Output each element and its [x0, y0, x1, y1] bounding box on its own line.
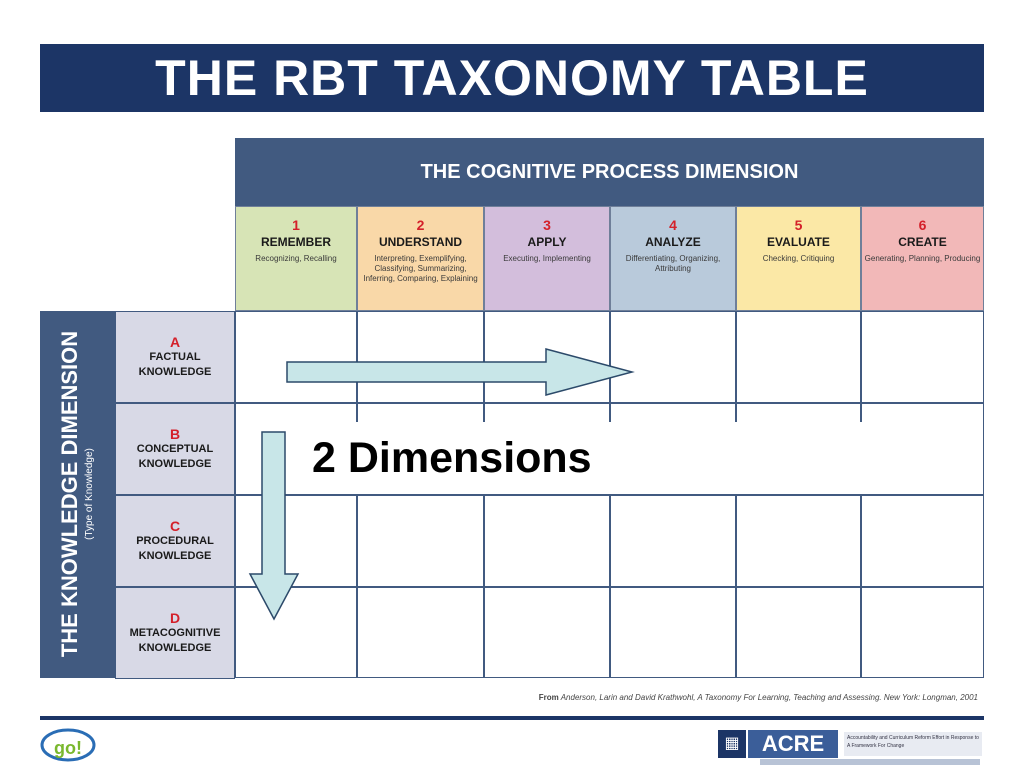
process-number: 1	[292, 217, 300, 233]
footer-divider	[40, 716, 984, 720]
grid-cell	[235, 495, 357, 587]
knowledge-dimension-label: THE KNOWLEDGE DIMENSION (Type of Knowled…	[40, 311, 115, 678]
grid-cell	[357, 587, 484, 678]
right-arrow	[286, 348, 635, 396]
citation: From Anderson, Larin and David Krathwohl…	[539, 693, 978, 702]
citation-from: From	[538, 693, 559, 702]
process-apply: 3 APPLY Executing, Implementing	[484, 206, 610, 311]
process-name: ANALYZE	[645, 235, 701, 249]
knowledge-word: KNOWLEDGE	[138, 366, 212, 378]
grid-cell	[357, 495, 484, 587]
citation-text: Anderson, Larin and David Krathwohl, A T…	[560, 693, 978, 702]
process-analyze: 4 ANALYZE Differentiating, Organizing, A…	[610, 206, 736, 311]
process-number: 5	[794, 217, 803, 233]
acre-underline	[760, 759, 980, 765]
grid-cell	[235, 311, 357, 403]
grid-cell	[610, 311, 736, 403]
process-evaluate: 5 EVALUATE Checking, Critiquing	[736, 206, 861, 311]
process-name: UNDERSTAND	[378, 235, 463, 249]
knowledge-letter: C	[169, 518, 181, 534]
process-number: 4	[669, 217, 677, 233]
knowledge-word: KNOWLEDGE	[138, 550, 212, 562]
knowledge-conceptual: B CONCEPTUAL KNOWLEDGE	[115, 403, 235, 495]
grid-cell	[610, 587, 736, 678]
building-icon: ▦	[718, 730, 746, 758]
process-understand: 2 UNDERSTAND Interpreting, Exemplifying,…	[357, 206, 484, 311]
grid-cell	[484, 495, 610, 587]
go-logo-icon: go!	[40, 728, 96, 762]
process-number: 6	[918, 217, 927, 233]
process-subtypes: Interpreting, Exemplifying, Classifying,…	[363, 254, 478, 283]
grid-cell	[861, 587, 984, 678]
overlay-caption: 2 Dimensions	[312, 433, 592, 482]
process-create: 6 CREATE Generating, Planning, Producing	[861, 206, 984, 311]
knowledge-letter: D	[169, 610, 181, 626]
grid-cell	[861, 495, 984, 587]
knowledge-letter: A	[169, 334, 181, 350]
knowledge-word: KNOWLEDGE	[138, 458, 212, 470]
grid-cell	[484, 587, 610, 678]
grid-cell	[736, 495, 861, 587]
process-name: REMEMBER	[260, 235, 331, 249]
knowledge-word: KNOWLEDGE	[138, 642, 212, 654]
process-subtypes: Executing, Implementing	[503, 254, 591, 263]
process-name: EVALUATE	[767, 235, 830, 249]
acre-logo: ▦ ACRE Accountability and Curriculum Ref…	[718, 730, 984, 758]
knowledge-letter: B	[169, 426, 181, 442]
knowledge-metacognitive: D METACOGNITIVE KNOWLEDGE	[115, 587, 235, 679]
process-subtypes: Recognizing, Recalling	[255, 254, 337, 263]
process-subtypes: Generating, Planning, Producing	[864, 254, 981, 263]
grid-cell	[861, 311, 984, 403]
knowledge-name: CONCEPTUAL	[136, 443, 214, 455]
grid-cell	[235, 587, 357, 678]
process-remember: 1 REMEMBER Recognizing, Recalling	[235, 206, 357, 311]
process-name: APPLY	[527, 235, 567, 249]
acre-wordmark: ACRE	[748, 730, 838, 758]
acre-tagline: Accountability and Curriculum Reform Eff…	[844, 732, 982, 756]
down-arrow	[248, 431, 300, 621]
knowledge-name: METACOGNITIVE	[129, 627, 221, 639]
knowledge-name: PROCEDURAL	[136, 535, 214, 547]
knowledge-factual: A FACTUAL KNOWLEDGE	[115, 311, 235, 403]
page-title: THE RBT TAXONOMY TABLE	[40, 44, 984, 112]
knowledge-name: FACTUAL	[149, 351, 201, 363]
grid-cell	[736, 587, 861, 678]
process-name: CREATE	[898, 235, 947, 249]
process-subtypes: Checking, Critiquing	[762, 254, 835, 263]
grid-cell	[610, 495, 736, 587]
knowledge-procedural: C PROCEDURAL KNOWLEDGE	[115, 495, 235, 587]
logo-text: go!	[54, 738, 82, 758]
grid-cell	[736, 311, 861, 403]
process-subtypes: Differentiating, Organizing, Attributing	[625, 254, 721, 273]
grid-cell	[357, 311, 484, 403]
process-number: 2	[416, 217, 425, 233]
overlay-caption-box: 2 Dimensions	[300, 422, 896, 494]
process-number: 3	[543, 217, 551, 233]
cognitive-dimension-header: THE COGNITIVE PROCESS DIMENSION	[235, 138, 984, 206]
